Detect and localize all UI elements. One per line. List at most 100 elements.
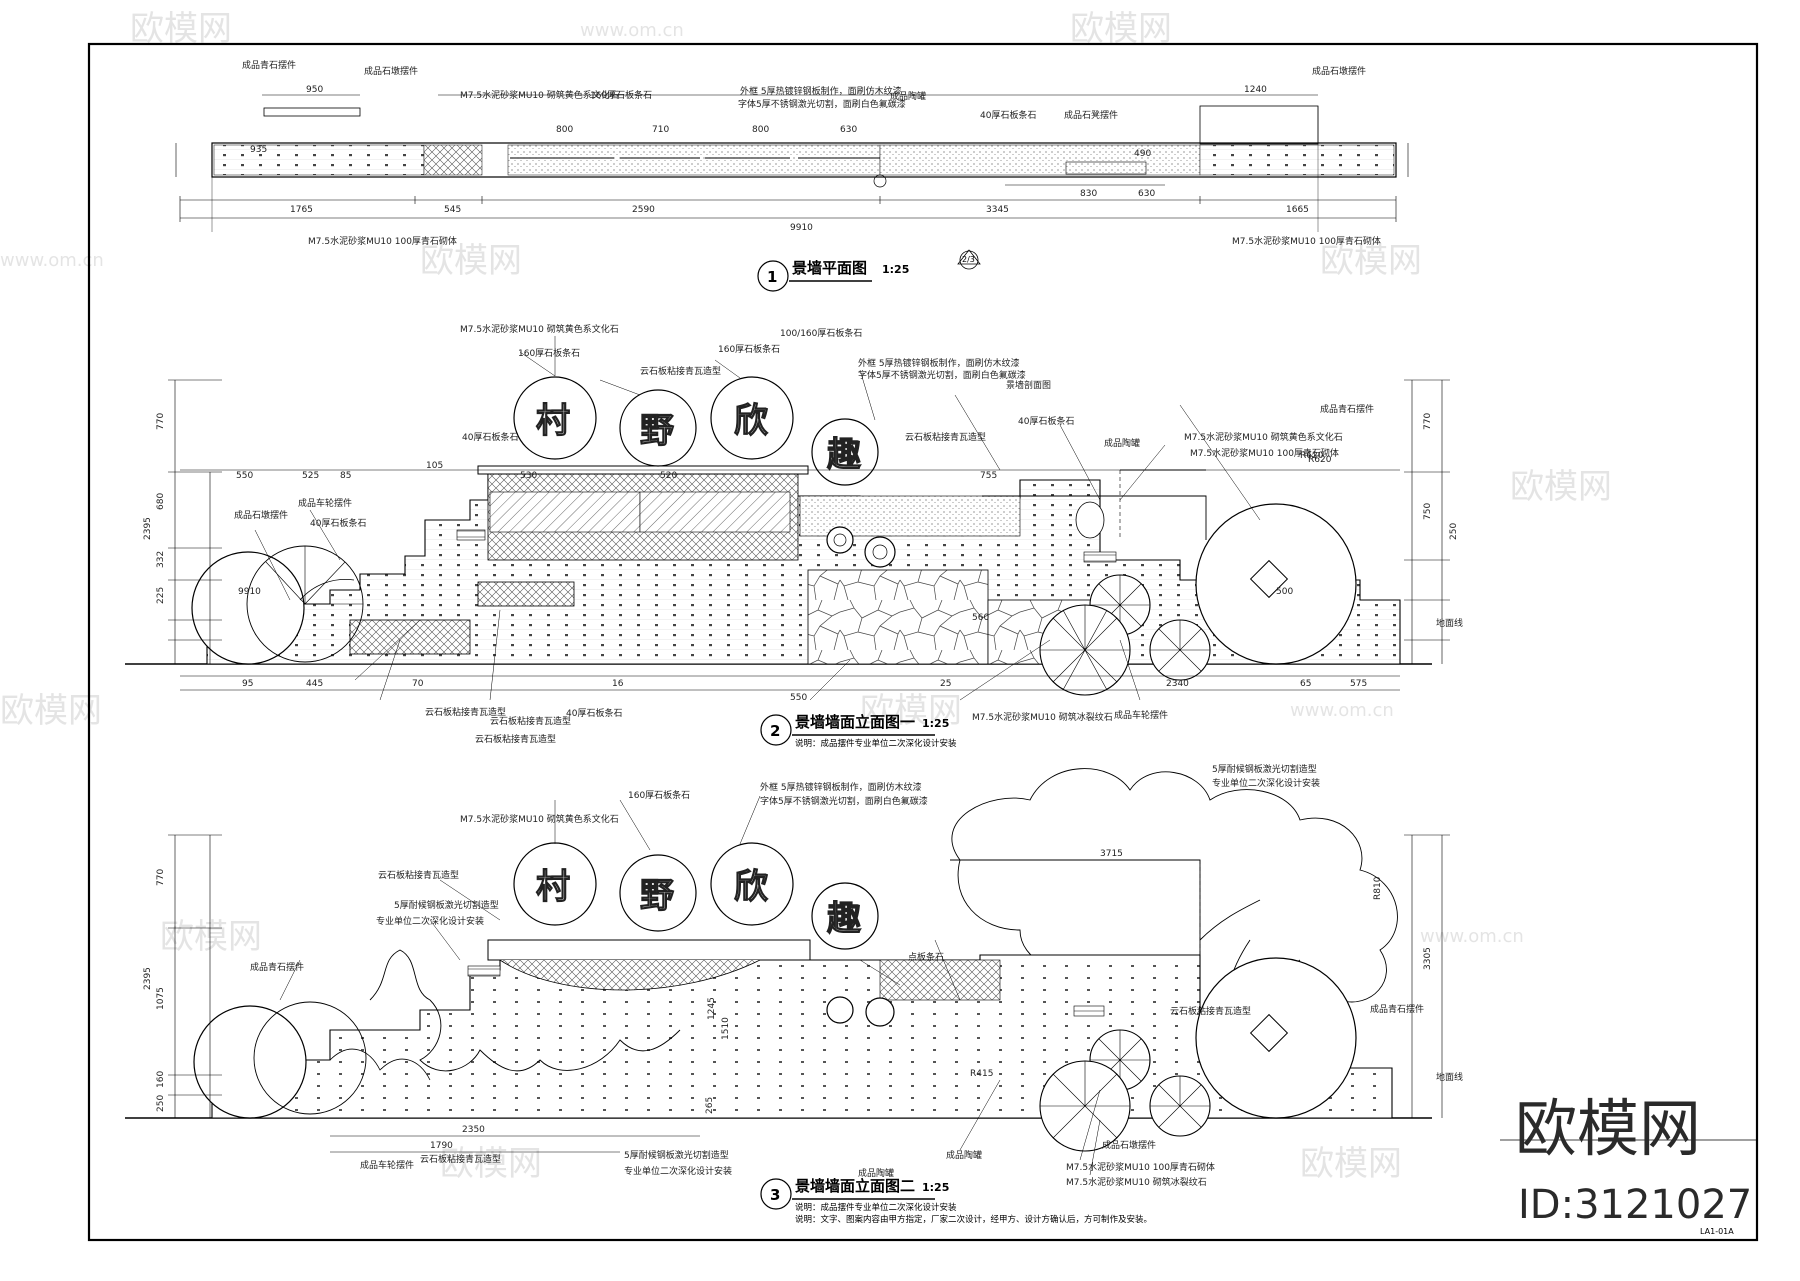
watermark: 欧模网: [160, 917, 262, 957]
annotation: 40厚石板条石: [462, 431, 518, 443]
watermark: 欧模网: [1300, 1144, 1402, 1184]
annotation: M7.5水泥砂浆MU10 100厚青石砌体: [1066, 1161, 1215, 1173]
annotation: 5厚耐候钢板激光切割造型: [624, 1149, 729, 1161]
dimension: 710: [652, 125, 669, 135]
annotation: M7.5水泥砂浆MU10 100厚青石砌体: [1190, 447, 1339, 459]
annotation: 外框 5厚热镀锌钢板制作，面刷仿木纹漆: [858, 357, 1020, 369]
dimension: 225: [156, 587, 166, 604]
annotation: 160厚石板条石: [628, 789, 690, 801]
dimension: 560: [972, 613, 989, 623]
annotation: M7.5水泥砂浆MU10 100厚青石砌体: [308, 235, 457, 247]
annotation: 成品石墩摆件: [234, 509, 288, 521]
character: 野: [640, 411, 674, 451]
annotation: 景墙剖面图: [1006, 379, 1051, 391]
annotation: 地面线: [1436, 617, 1463, 629]
dimension: 490: [1134, 149, 1151, 159]
watermark-url: www.om.cn: [1420, 926, 1524, 947]
watermark: 欧模网: [1510, 467, 1612, 507]
dimension: R620: [1300, 451, 1324, 461]
dimension: 770: [156, 413, 166, 430]
dimension: 3715: [1100, 849, 1123, 859]
view-title: 景墙墙面立面图一: [795, 713, 915, 731]
annotation: 云石板粘接青瓦造型: [905, 431, 986, 443]
dimension: 3305: [1423, 947, 1433, 970]
annotation: M7.5水泥砂浆MU10 砌筑黄色系文化石: [460, 89, 619, 101]
sheet-number: LA1-01A: [1700, 1227, 1734, 1236]
dimension: 265: [705, 1097, 715, 1114]
dimension: 550: [236, 471, 253, 481]
dimension: 680: [156, 493, 166, 510]
dimension: 575: [1350, 679, 1367, 689]
character: 趣: [827, 435, 861, 475]
dimension: R415: [970, 1069, 993, 1079]
view-number: 1: [767, 268, 777, 286]
dimension: R810: [1373, 876, 1383, 900]
character: 村: [536, 401, 570, 441]
annotation: 成品陶罐: [946, 1149, 982, 1161]
dimension: 2395: [143, 517, 153, 540]
annotation: 成品石墩摆件: [1102, 1139, 1156, 1151]
annotation: 成品青石摆件: [1320, 403, 1374, 415]
watermark-url: www.om.cn: [580, 20, 684, 41]
elevation-two: 村 野 欣 趣 160厚石板条石 外框 5厚热镀锌钢板制作，面刷仿木纹漆 字体5…: [125, 763, 1463, 1225]
annotation: 点板条石: [908, 951, 944, 963]
annotation: 成品车轮摆件: [360, 1159, 414, 1171]
annotation: M7.5水泥砂浆MU10 砌筑黄色系文化石: [1184, 431, 1343, 443]
annotation: 40厚石板条石: [310, 517, 366, 529]
annotation: M7.5水泥砂浆MU10 砌筑黄色系文化石: [460, 323, 619, 335]
annotation: M7.5水泥砂浆MU10 砌筑黄色系文化石: [460, 813, 619, 825]
view-scale: 1:25: [882, 263, 909, 276]
annotation: 地面线: [1436, 1071, 1463, 1083]
dimension: 2340: [1166, 679, 1189, 689]
dimension: 250: [156, 1095, 166, 1112]
sheet-border: [87, 42, 1759, 1242]
annotation: 云石板粘接青瓦造型: [425, 706, 506, 718]
dimension: 1075: [156, 987, 166, 1010]
annotation: 外框 5厚热镀锌钢板制作，面刷仿木纹漆: [740, 85, 902, 97]
view-note: 说明：成品摆件专业单位二次深化设计安装: [795, 738, 957, 749]
watermark-layer: 欧模网 www.om.cn 欧模网 欧模网 www.om.cn 欧模网 欧模网 …: [0, 9, 1612, 1184]
annotation: 5厚耐候钢板激光切割造型: [1212, 763, 1317, 775]
dimension: 950: [306, 85, 323, 95]
view-note: 说明：文字、图案内容由甲方指定，厂家二次设计，经甲方、设计方确认后，方可制作及安…: [795, 1214, 1152, 1225]
view-note: 说明：成品摆件专业单位二次深化设计安装: [795, 1202, 957, 1213]
dimension: R620: [1308, 455, 1332, 465]
model-id: ID:3121027: [1518, 1182, 1752, 1228]
dimension: 70: [412, 679, 424, 689]
annotation: 字体5厚不锈钢激光切割，面刷白色氟碳漆: [760, 795, 928, 807]
annotation: 云石板粘接青瓦造型: [1170, 1005, 1251, 1017]
dimension: 770: [1423, 413, 1433, 430]
dimension: 750: [1423, 503, 1433, 520]
wheel-icon: [1039, 604, 1211, 696]
brand-logo-text: 欧模网: [1515, 1092, 1701, 1165]
watermark: 欧模网: [130, 9, 232, 49]
watermark: 欧模网: [1070, 9, 1172, 49]
annotation: 成品石墩摆件: [364, 65, 418, 77]
dimension: 630: [840, 125, 857, 135]
dimension: 16: [612, 679, 624, 689]
annotation: 40厚石板条石: [1018, 415, 1074, 427]
dimension: 9910: [238, 587, 261, 597]
dimension: 9910: [790, 223, 813, 233]
dimension: 160: [156, 1071, 166, 1088]
character: 欣: [734, 401, 768, 441]
dimension: 332: [156, 551, 166, 568]
dimension: 445: [306, 679, 323, 689]
annotation: 成品车轮摆件: [1114, 709, 1168, 721]
dimension: 830: [1080, 189, 1097, 199]
annotation: 100/160厚石板条石: [780, 327, 862, 339]
dimension: 1665: [1286, 205, 1309, 215]
view-scale: 1:25: [922, 1181, 949, 1194]
watermark: 欧模网: [860, 691, 962, 731]
dimension: 800: [556, 125, 573, 135]
annotation: 160厚石板条石: [590, 89, 652, 101]
dimension: 1510: [721, 1017, 731, 1040]
dimension: 1790: [430, 1141, 453, 1151]
watermark-url: www.om.cn: [0, 250, 104, 271]
character: 村: [536, 867, 570, 907]
annotation: 成品陶罐: [890, 90, 926, 102]
dimension: 105: [426, 461, 443, 471]
dimension: 755: [980, 471, 997, 481]
annotation: 成品青石摆件: [250, 961, 304, 973]
plan-view: 成品青石摆件 成品石墩摆件 M7.5水泥砂浆MU10 砌筑黄色系文化石 160厚…: [175, 59, 1409, 292]
